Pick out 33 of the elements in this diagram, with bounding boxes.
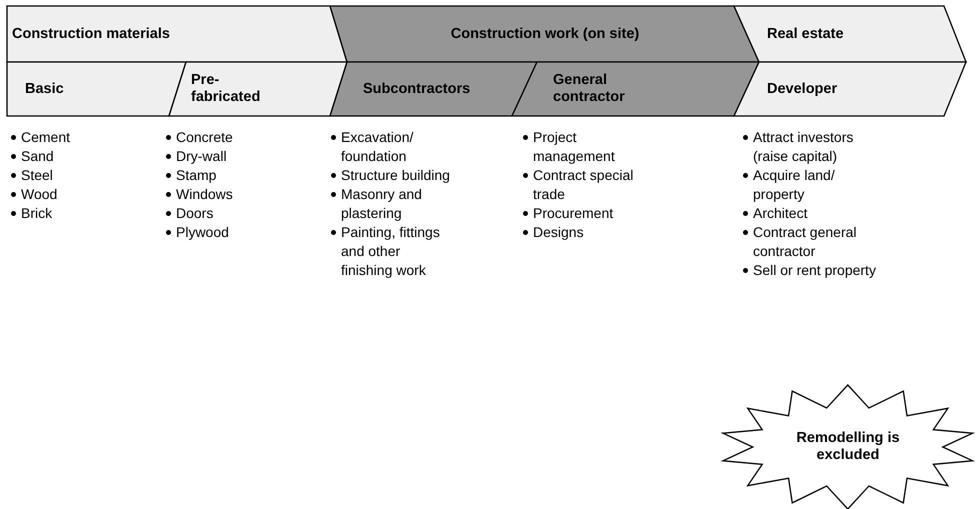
section-heading: Pre-fabricated	[191, 72, 262, 106]
list-item: Dry-wall	[176, 147, 227, 166]
list-item: Wood	[21, 185, 58, 204]
list-item: Doors	[176, 204, 214, 223]
list-item: Masonry and plastering	[341, 185, 423, 223]
list-item: Contract general contractor	[753, 223, 858, 261]
list-item: Sand	[21, 147, 54, 166]
list-item: Steel	[21, 166, 53, 185]
section-heading: Real estate	[767, 26, 845, 42]
section-heading: Subcontractors	[363, 80, 472, 98]
list-item: Concrete	[176, 128, 233, 147]
list-item: Painting, fittings and other finishing work	[341, 223, 441, 280]
section-heading: Construction materials	[12, 26, 171, 42]
list-item: Brick	[21, 204, 52, 223]
section-heading: Basic	[25, 80, 65, 98]
list-item: Contract special trade	[533, 166, 634, 204]
list-item: Project management	[533, 128, 616, 166]
list-item: Attract investors (raise capital)	[753, 128, 854, 166]
list-item: Plywood	[176, 223, 229, 242]
section-heading: Construction work (on site)	[450, 26, 640, 42]
callout-text: Remodelling is excluded	[795, 430, 901, 464]
list-item: Sell or rent property	[753, 261, 876, 280]
list-item: Designs	[533, 223, 584, 242]
list-item: Procurement	[533, 204, 614, 223]
list-item: Acquire land/ property	[753, 166, 836, 204]
list-item: Excavation/ foundation	[341, 128, 414, 166]
list-item: Stamp	[176, 166, 216, 185]
section-heading: General contractor	[553, 72, 626, 106]
list-item: Structure building	[341, 166, 450, 185]
list-item: Architect	[753, 204, 808, 223]
list-item: Cement	[21, 128, 70, 147]
list-item: Windows	[176, 185, 233, 204]
section-heading: Developer	[767, 80, 838, 98]
